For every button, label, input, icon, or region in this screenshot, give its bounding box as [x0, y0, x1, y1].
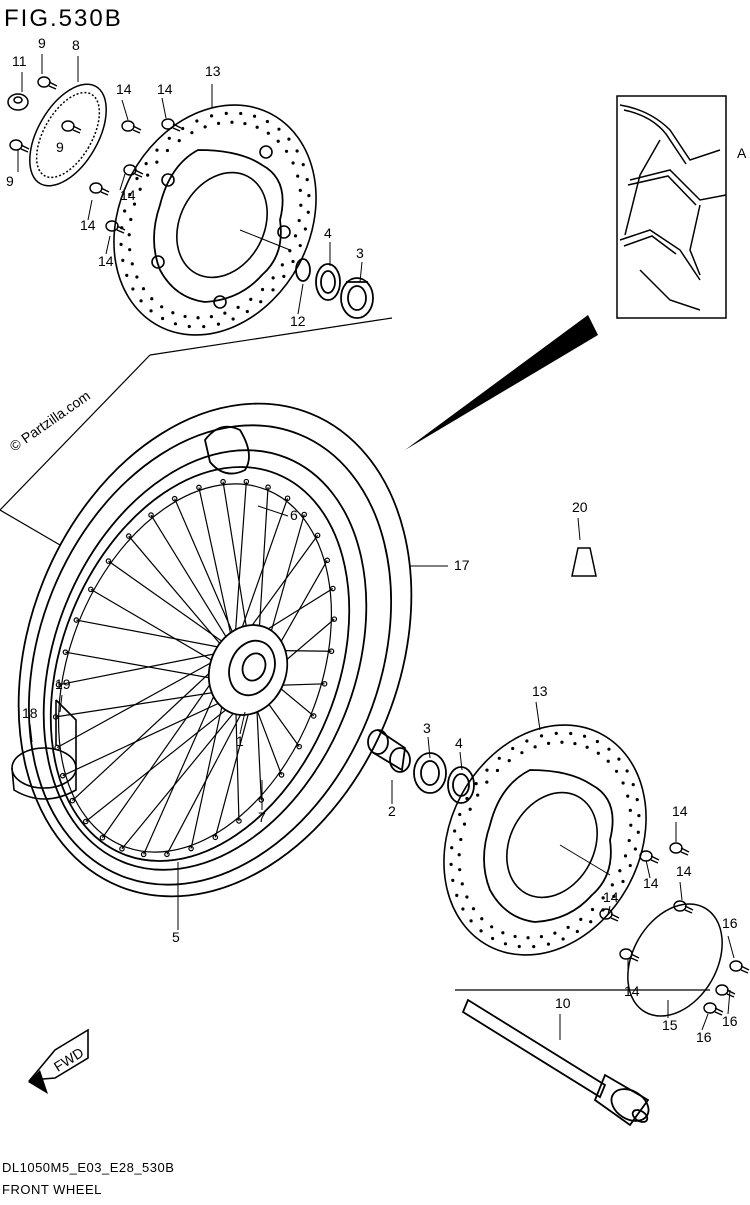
tire-tread-inset [616, 95, 727, 319]
callout-c18: 18 [22, 705, 38, 721]
callout-c8: 8 [72, 37, 80, 53]
bearing-set-top [295, 258, 374, 319]
callout-c19: 19 [55, 676, 71, 692]
callout-c7: 7 [258, 809, 266, 825]
axle-plate [627, 903, 723, 1017]
balancer-weight [11, 699, 77, 800]
callout-c16b: 16 [722, 1013, 738, 1029]
callout-c14a: 14 [116, 81, 132, 97]
callout-c9c: 9 [6, 173, 14, 189]
callout-c2: 2 [388, 803, 396, 819]
figure-code: DL1050M5_E03_E28_530B [2, 1160, 174, 1175]
brake-disc-bottom [443, 724, 647, 956]
callout-c14i: 14 [603, 889, 619, 905]
fwd-arrow: FWD [28, 1028, 89, 1094]
callout-c9b: 9 [56, 139, 64, 155]
callout-c14h: 14 [676, 863, 692, 879]
callout-c14c: 14 [120, 187, 136, 203]
callout-c14e: 14 [98, 253, 114, 269]
callout-c9a: 9 [38, 35, 46, 51]
assembly-guide-lines [0, 317, 710, 991]
front-wheel [17, 402, 413, 898]
callout-c14j: 14 [624, 983, 640, 999]
callout-c16a: 16 [722, 915, 738, 931]
inset-label: A [737, 145, 747, 161]
callout-c14b: 14 [157, 81, 173, 97]
callout-c6: 6 [290, 507, 298, 523]
callout-c14g: 14 [643, 875, 659, 891]
callout-c3a: 3 [356, 245, 364, 261]
view-arrow [405, 315, 598, 450]
callout-c5: 5 [172, 929, 180, 945]
callout-c14f: 14 [672, 803, 688, 819]
callout-c16c: 16 [696, 1029, 712, 1045]
nut-11 [7, 93, 29, 111]
callout-c20: 20 [572, 499, 588, 515]
brake-disc-top [113, 104, 317, 336]
callout-c15: 15 [662, 1017, 678, 1033]
callout-c4a: 4 [324, 225, 332, 241]
figure-title: FIG.530B [4, 5, 123, 32]
callout-c13a: 13 [205, 63, 221, 79]
figure-caption: FRONT WHEEL [2, 1182, 102, 1197]
callout-leaders [17, 54, 735, 1040]
watermark: © Partzilla.com [7, 387, 93, 454]
abs-sensor-rotor [29, 83, 107, 187]
disc-bolts [9, 76, 750, 1016]
callout-c3b: 3 [423, 720, 431, 736]
callout-c17: 17 [454, 557, 470, 573]
callout-c11: 11 [12, 53, 27, 69]
valve-cap [571, 547, 597, 577]
callout-c14d: 14 [80, 217, 96, 233]
callout-c1: 1 [236, 733, 244, 749]
callout-c12: 12 [290, 313, 306, 329]
front-axle [461, 998, 650, 1127]
callout-c10: 10 [555, 995, 571, 1011]
callout-c4b: 4 [455, 735, 463, 751]
callout-c13b: 13 [532, 683, 548, 699]
